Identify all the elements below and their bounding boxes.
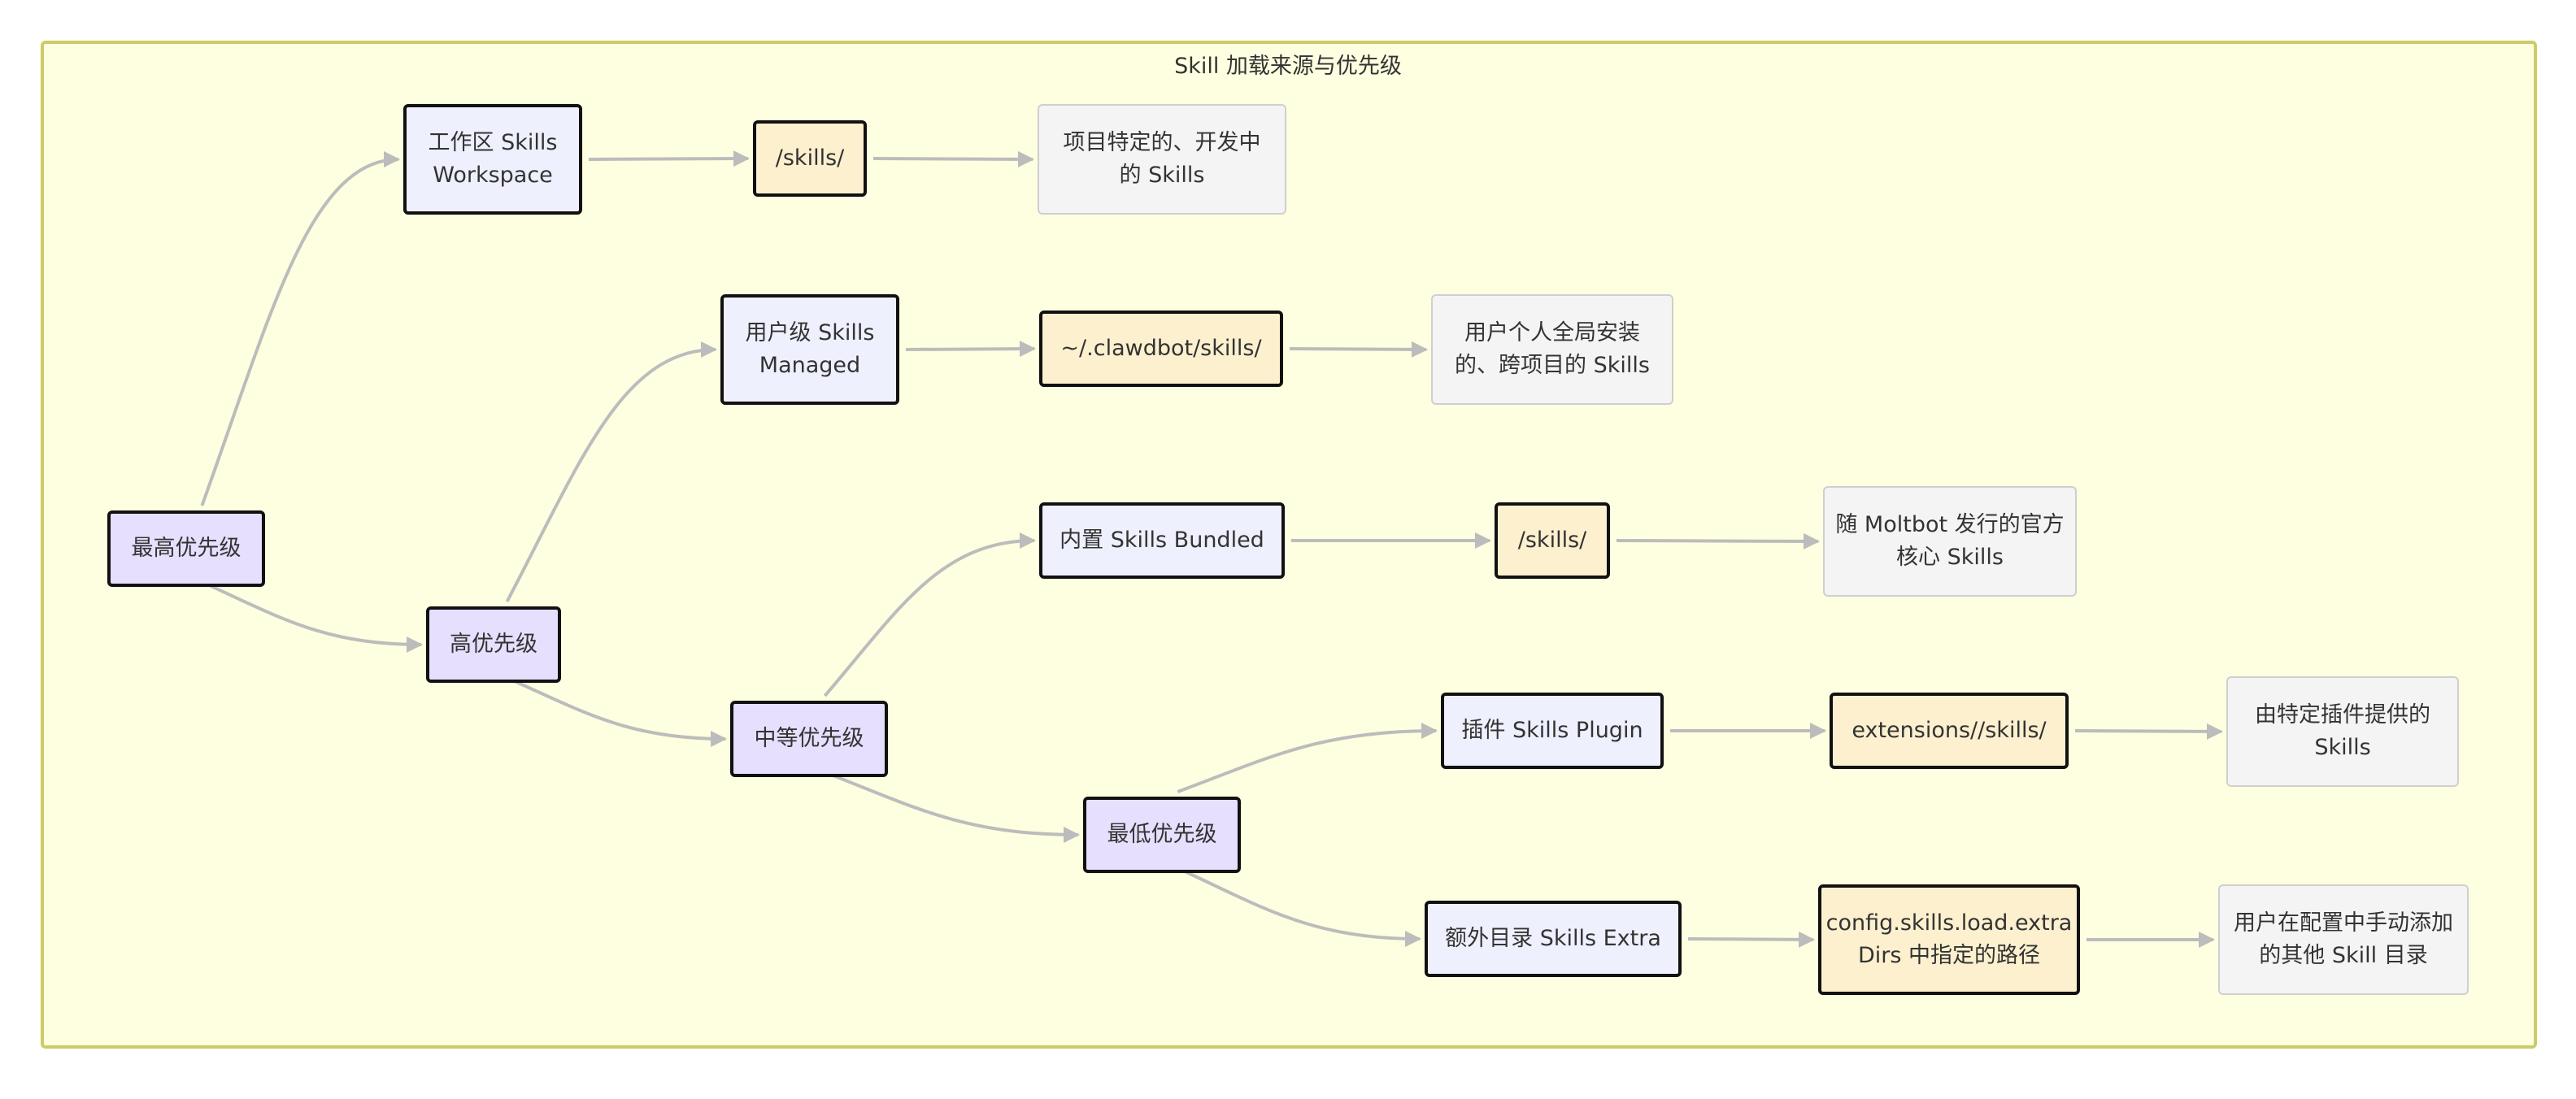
tier-workspace-node: 工作区 Skills Workspace bbox=[403, 104, 582, 215]
priority-lowest-label: 最低优先级 bbox=[1107, 822, 1217, 847]
edge-p_low-to-t_plugin bbox=[1177, 723, 1438, 793]
priority-lowest-node: 最低优先级 bbox=[1083, 797, 1241, 873]
desc-bundled-node: 随 Moltbot 发行的官方 核心 Skills bbox=[1823, 486, 2077, 597]
priority-highest-node: 最高优先级 bbox=[107, 510, 265, 587]
desc-plugin-label: 由特定插件提供的 Skills bbox=[2255, 702, 2430, 760]
path-workspace-label: /skills/ bbox=[775, 146, 845, 171]
desc-managed-label: 用户个人全局安装 的、跨项目的 Skills bbox=[1455, 320, 1650, 378]
path-workspace-node: /skills/ bbox=[753, 120, 867, 197]
tier-plugin-node: 插件 Skills Plugin bbox=[1441, 693, 1664, 769]
path-extra-label: config.skills.load.extra Dirs 中指定的路径 bbox=[1825, 910, 2073, 968]
desc-plugin-node: 由特定插件提供的 Skills bbox=[2226, 676, 2459, 787]
edge-p_mid-to-t_bundled bbox=[823, 532, 1036, 697]
desc-bundled-label: 随 Moltbot 发行的官方 核心 Skills bbox=[1835, 512, 2065, 570]
edge-t_managed-to-path_managed bbox=[905, 341, 1036, 358]
path-plugin-label: extensions//skills/ bbox=[1852, 718, 2047, 743]
diagram-title: Skill 加载来源与优先级 bbox=[1174, 54, 1402, 79]
desc-workspace-node: 项目特定的、开发中 的 Skills bbox=[1038, 104, 1286, 215]
priority-high-label: 高优先级 bbox=[450, 632, 537, 657]
priority-mid-node: 中等优先级 bbox=[730, 701, 888, 777]
path-managed-label: ~/.clawdbot/skills/ bbox=[1060, 336, 1262, 361]
desc-workspace-label: 项目特定的、开发中 的 Skills bbox=[1063, 130, 1261, 188]
tier-managed-node: 用户级 Skills Managed bbox=[720, 294, 899, 405]
edge-p_mid-to-p_low bbox=[824, 771, 1080, 843]
edge-t_extra-to-path_extra bbox=[1687, 931, 1815, 948]
desc-extra-node: 用户在配置中手动添加 的其他 Skill 目录 bbox=[2218, 884, 2469, 995]
priority-highest-label: 最高优先级 bbox=[131, 536, 242, 561]
edge-p_high-to-p_mid bbox=[506, 676, 727, 747]
desc-managed-node: 用户个人全局安装 的、跨项目的 Skills bbox=[1431, 294, 1673, 405]
tier-extra-label: 额外目录 Skills Extra bbox=[1445, 926, 1661, 951]
edge-path_managed-to-d_managed bbox=[1289, 341, 1428, 358]
tier-managed-label: 用户级 Skills Managed bbox=[745, 320, 875, 378]
path-managed-node: ~/.clawdbot/skills/ bbox=[1039, 311, 1283, 387]
path-bundled-label: /skills/ bbox=[1517, 528, 1587, 553]
path-plugin-node: extensions//skills/ bbox=[1830, 693, 2069, 769]
tier-extra-node: 额外目录 Skills Extra bbox=[1425, 901, 1682, 977]
edge-p_high-to-t_managed bbox=[505, 341, 717, 602]
tier-workspace-label: 工作区 Skills Workspace bbox=[428, 130, 558, 188]
priority-mid-label: 中等优先级 bbox=[754, 726, 864, 751]
edge-p_low-to-t_extra bbox=[1177, 867, 1421, 947]
path-extra-node: config.skills.load.extra Dirs 中指定的路径 bbox=[1818, 884, 2080, 995]
edge-p_highest-to-t_workspace bbox=[200, 151, 400, 506]
priority-high-node: 高优先级 bbox=[426, 606, 561, 683]
tier-bundled-label: 内置 Skills Bundled bbox=[1060, 528, 1264, 553]
edge-p_highest-to-p_high bbox=[201, 580, 423, 653]
desc-extra-label: 用户在配置中手动添加 的其他 Skill 目录 bbox=[2234, 910, 2453, 968]
edge-path_plugin-to-d_plugin bbox=[2074, 723, 2223, 740]
tier-plugin-label: 插件 Skills Plugin bbox=[1461, 718, 1643, 743]
path-bundled-node: /skills/ bbox=[1495, 502, 1610, 579]
tier-bundled-node: 内置 Skills Bundled bbox=[1039, 502, 1285, 579]
